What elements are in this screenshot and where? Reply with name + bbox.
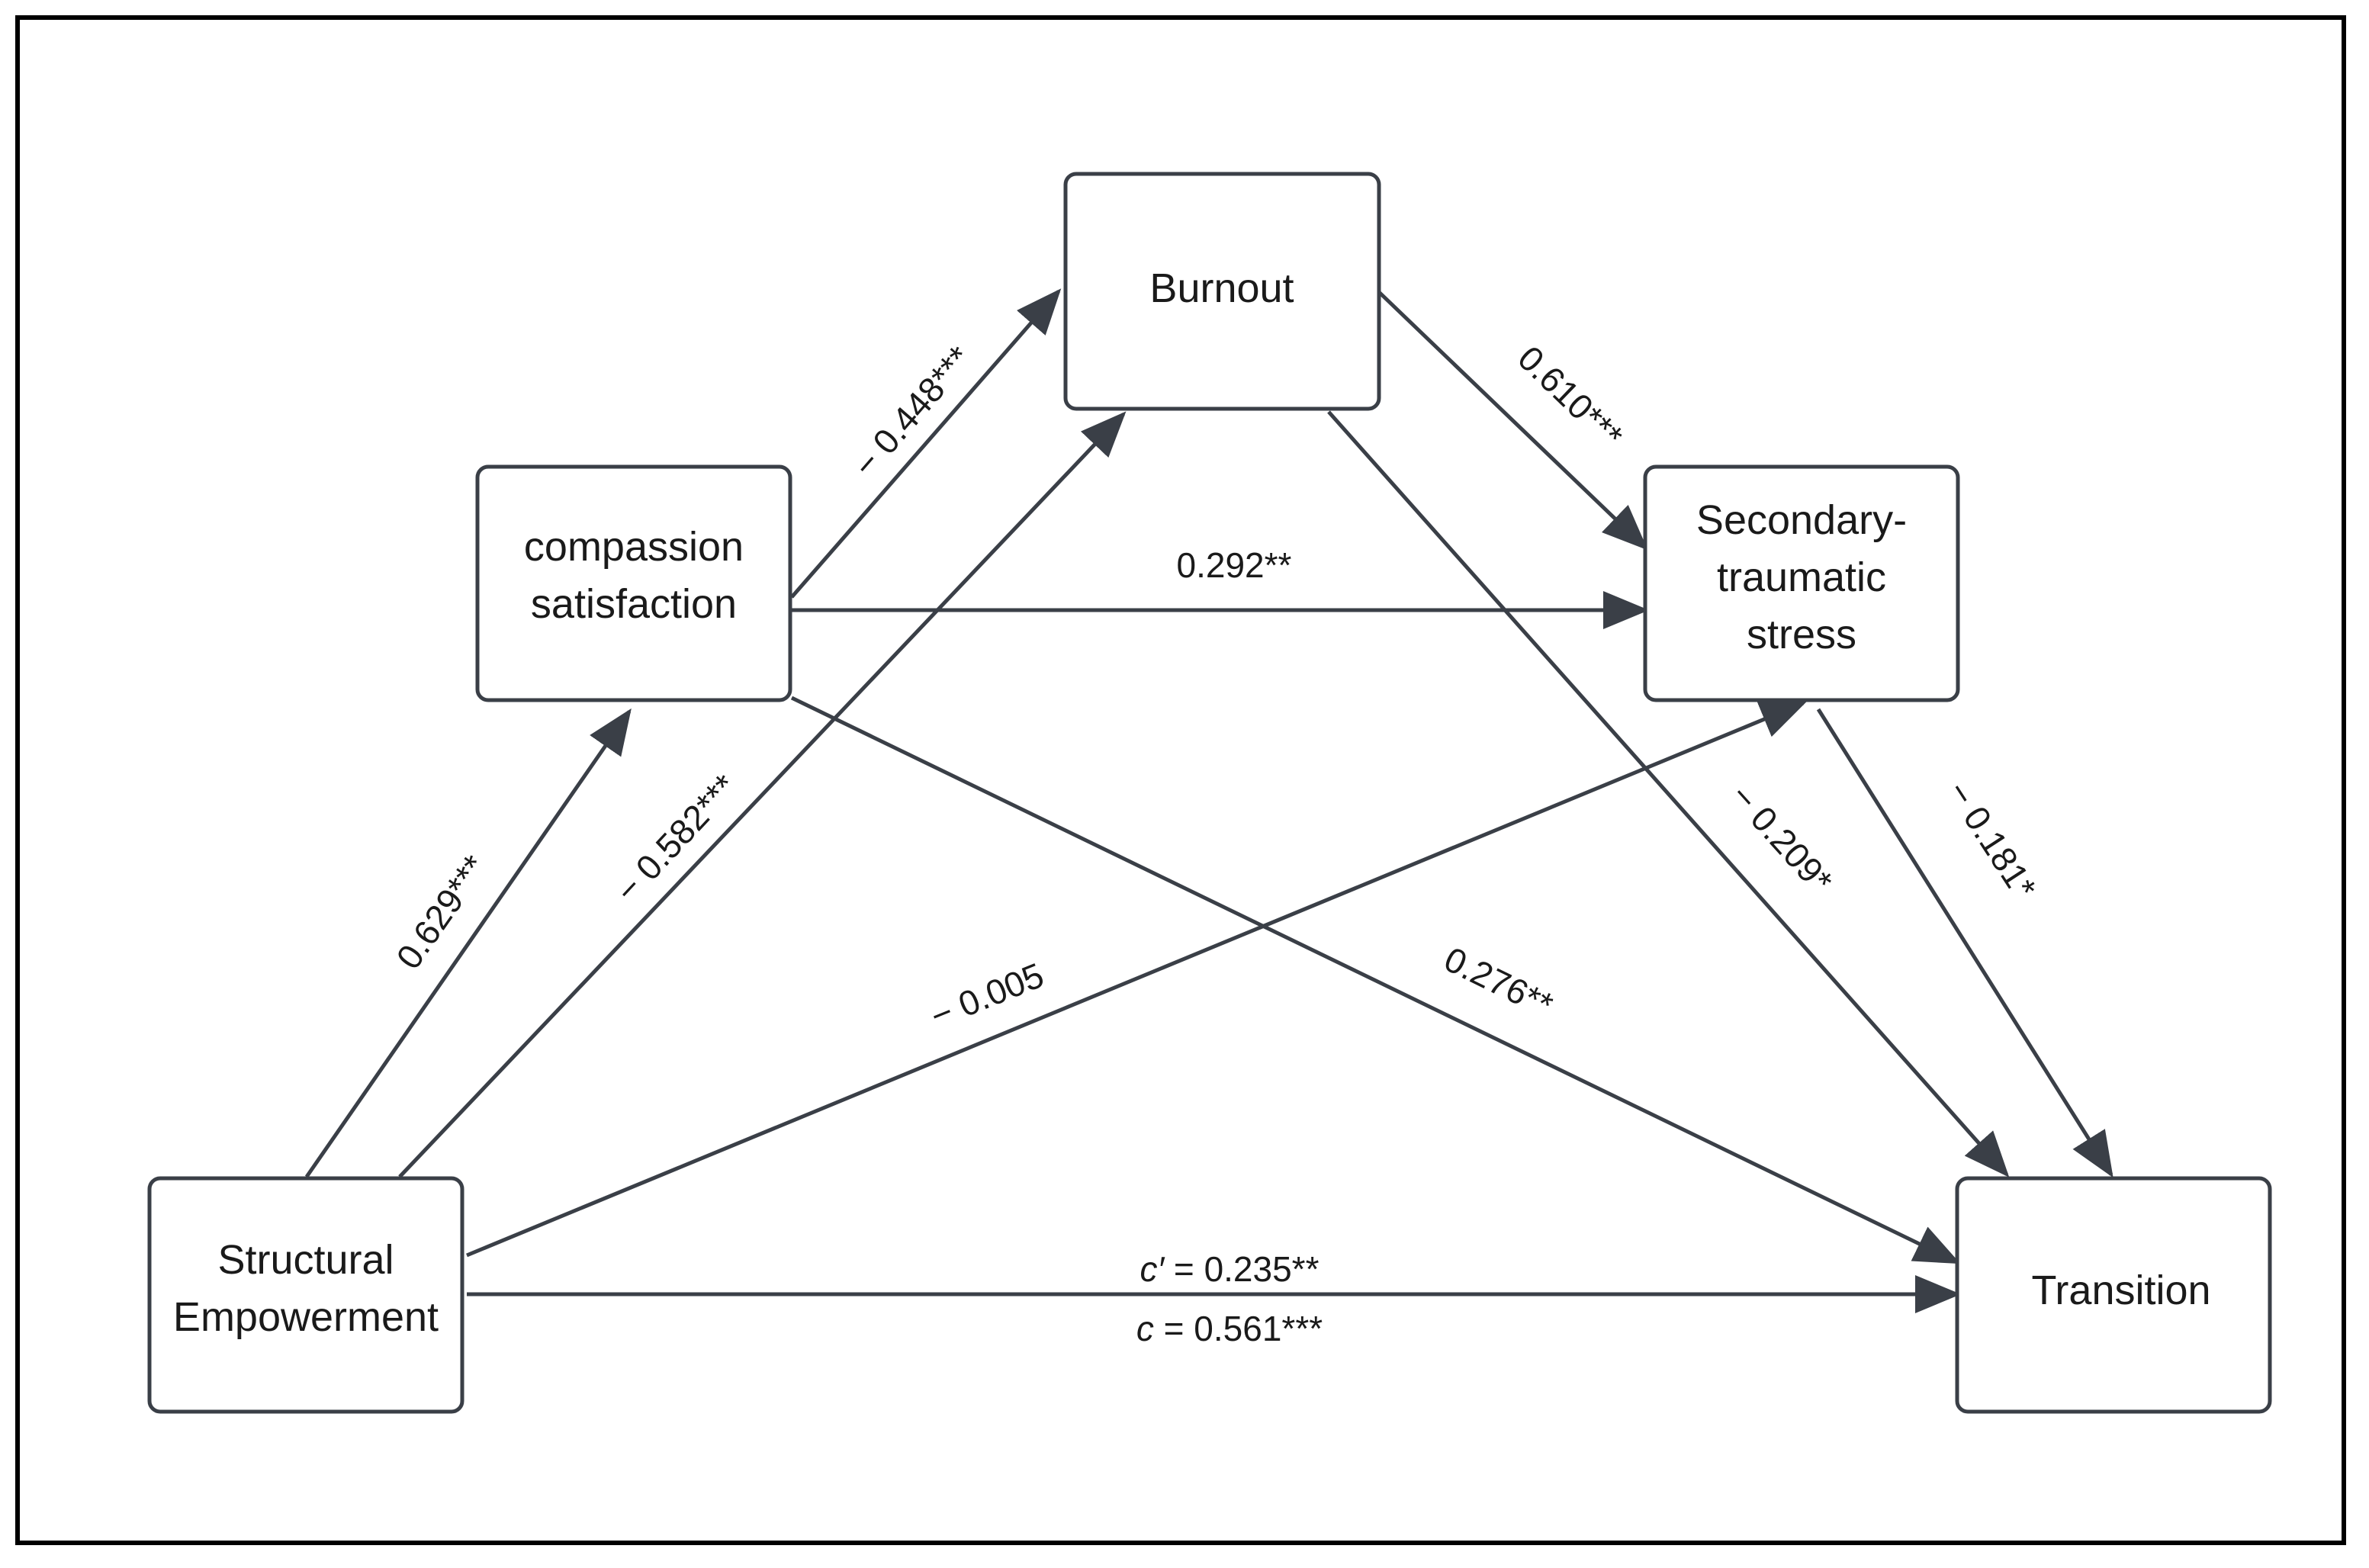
label-se-to-cs: 0.629*** <box>388 848 494 976</box>
edge-se-to-cs <box>304 708 632 1178</box>
total-effect-value: = 0.561*** <box>1154 1309 1323 1348</box>
label-cs-to-burnout: − 0.448*** <box>845 339 979 485</box>
node-compassion-line2: satisfaction <box>531 581 737 627</box>
edge-cs-to-burnout <box>790 288 1062 599</box>
label-se-to-burnout: − 0.582*** <box>607 766 744 910</box>
node-structural-empowerment: Structural Empowerment <box>147 1176 464 1414</box>
node-compassion-satisfaction: compassion satisfaction <box>475 464 792 702</box>
edge-se-to-burnout <box>398 411 1127 1178</box>
node-sts-line1: Secondary- <box>1696 497 1907 543</box>
node-structural-line1: Structural <box>217 1237 394 1283</box>
label-cs-to-transition: 0.276** <box>1438 939 1560 1025</box>
edge-burnout-to-sts <box>1377 291 1648 551</box>
direct-effect-symbol: c′ <box>1140 1249 1165 1289</box>
label-burnout-to-sts: 0.610*** <box>1510 338 1631 456</box>
edge-burnout-to-transition <box>1327 410 2010 1178</box>
label-total-effect: c = 0.561*** <box>1136 1309 1323 1348</box>
node-structural-line2: Empowerment <box>173 1294 439 1340</box>
edge-se-to-sts <box>466 701 1807 1258</box>
edge-cs-to-transition <box>790 696 1961 1264</box>
node-transition-label: Transition <box>2031 1268 2210 1313</box>
node-sts-line3: stress <box>1747 612 1856 657</box>
node-secondary-traumatic-stress: Secondary- traumatic stress <box>1643 464 1960 702</box>
node-burnout: Burnout <box>1063 172 1381 411</box>
label-sts-to-transition: − 0.181* <box>1940 774 2045 906</box>
label-direct-effect: c′ = 0.235** <box>1140 1249 1320 1289</box>
edge-sts-to-transition <box>1816 708 2113 1178</box>
node-compassion-line1: compassion <box>524 524 744 570</box>
direct-effect-value: = 0.235** <box>1164 1249 1319 1289</box>
total-effect-symbol: c <box>1136 1309 1154 1348</box>
node-transition: Transition <box>1955 1176 2272 1414</box>
node-burnout-label: Burnout <box>1149 265 1294 311</box>
node-sts-line2: traumatic <box>1717 554 1886 600</box>
label-cs-to-sts: 0.292** <box>1177 545 1292 585</box>
label-burnout-to-transition: − 0.209* <box>1723 776 1840 901</box>
